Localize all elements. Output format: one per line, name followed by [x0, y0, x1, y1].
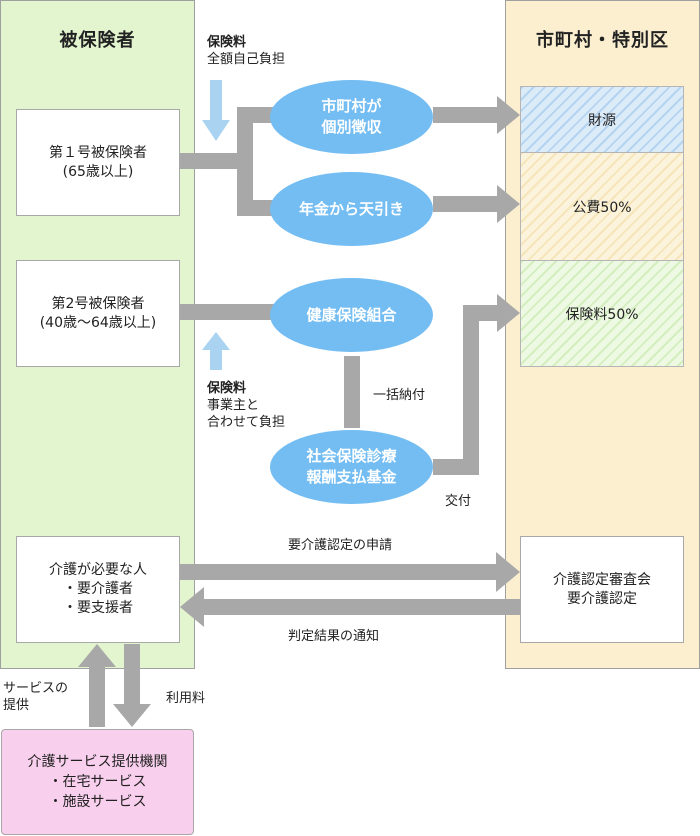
individual-collection-line2: 個別徴収	[321, 118, 382, 136]
arrow-grant-top	[463, 305, 499, 321]
arrow-grant-vertical	[463, 305, 479, 475]
second-insured-age: (40歳〜64歳以上)	[39, 314, 157, 331]
arrow-application-head	[496, 552, 520, 592]
arrow-fee-head	[113, 704, 151, 727]
arrow-notice-shaft	[202, 599, 520, 615]
arrow-premium-employer-head	[202, 332, 230, 350]
committee-label: 介護認定審査会	[553, 571, 651, 588]
health-insurance-label: 健康保険組合	[306, 305, 397, 324]
health-insurance-oval: 健康保険組合	[270, 278, 433, 352]
funding-source-cell: 財源	[520, 86, 684, 153]
arrow-premium-self-head	[202, 120, 230, 141]
service-provision-line1: サービスの	[3, 681, 69, 696]
payment-fund-line2: 報酬支払基金	[306, 468, 397, 486]
second-insured-label: 第2号被保険者	[51, 295, 145, 312]
first-insured-age: (65歳以上)	[62, 163, 134, 180]
notice-label: 判定結果の通知	[288, 629, 380, 644]
provider-home-service: ・在宅サービス	[48, 774, 147, 790]
arrow-notice-head	[180, 587, 204, 627]
care-person-type-2: ・要支援者	[63, 600, 133, 616]
premium-self-title: 保険料	[207, 35, 247, 50]
arrow-individual-shaft	[433, 107, 499, 123]
usage-fee-label: 利用料	[166, 691, 206, 706]
municipality-panel-title: 市町村・特別区	[536, 30, 669, 51]
provider-facility-service: ・施設サービス	[48, 794, 147, 810]
care-service-provider-box: 介護サービス提供機関 ・在宅サービス ・施設サービス	[1, 729, 194, 835]
arrow-pension-head	[497, 185, 520, 223]
grant-label: 交付	[445, 494, 472, 509]
connector-bracket-top	[237, 107, 273, 123]
arrow-individual-head	[497, 96, 520, 134]
premium-employer-title: 保険料	[207, 381, 247, 396]
certification-committee-box: 介護認定審査会 要介護認定	[520, 536, 684, 643]
connector-first-insured	[180, 153, 245, 169]
care-person-type-1: ・要介護者	[63, 581, 133, 597]
premium-employer-note: 保険料 事業主と 合わせて負担	[207, 380, 285, 431]
premium-employer-text-1: 事業主と	[207, 398, 260, 413]
arrow-pension-shaft	[433, 196, 499, 212]
premium-funding-label: 保険料50%	[565, 306, 639, 323]
pension-deduction-oval: 年金から天引き	[270, 172, 433, 246]
public-funding-label: 公費50%	[572, 199, 632, 216]
care-person-box: 介護が必要な人 ・要介護者 ・要支援者	[16, 536, 180, 643]
payment-fund-oval: 社会保険診療 報酬支払基金	[270, 430, 433, 504]
light-arrows	[202, 80, 230, 370]
insured-panel-title: 被保険者	[59, 30, 136, 51]
connector-second-insured	[180, 304, 275, 320]
provider-title: 介護サービス提供機関	[27, 754, 168, 770]
public-funding-cell: 公費50%	[520, 152, 684, 261]
arrow-fee-shaft	[124, 644, 140, 706]
service-provision-label: サービスの 提供	[3, 680, 68, 714]
pension-deduction-label: 年金から天引き	[298, 199, 404, 218]
arrow-application-shaft	[180, 564, 498, 580]
arrow-service-shaft	[89, 665, 105, 727]
premium-employer-text-2: 合わせて負担	[207, 415, 286, 430]
committee-subtitle: 要介護認定	[567, 590, 637, 607]
care-person-label: 介護が必要な人	[49, 562, 147, 578]
premium-self-text: 全額自己負担	[207, 52, 286, 67]
service-provision-line2: 提供	[3, 698, 30, 713]
connector-bracket-vertical	[237, 107, 253, 216]
arrow-premium-self-shaft	[210, 80, 222, 122]
application-label: 要介護認定の申請	[288, 538, 393, 553]
premium-self-note: 保険料 全額自己負担	[207, 34, 285, 68]
funding-source-label: 財源	[588, 112, 616, 129]
first-insured-label: 第１号被保険者	[49, 144, 147, 161]
premium-funding-cell: 保険料50%	[520, 260, 684, 367]
second-insured-box: 第2号被保険者 (40歳〜64歳以上)	[16, 260, 180, 367]
arrow-premium-employer-shaft	[210, 348, 222, 370]
payment-fund-line1: 社会保険診療	[306, 447, 397, 465]
individual-collection-oval: 市町村が 個別徴収	[270, 80, 433, 154]
connector-lump-sum	[344, 356, 360, 428]
arrow-service-head	[78, 644, 116, 667]
individual-collection-line1: 市町村が	[321, 97, 382, 115]
connector-bracket-bottom	[237, 200, 273, 216]
gray-arrows	[78, 96, 520, 727]
arrow-grant-head	[497, 294, 520, 332]
first-insured-box: 第１号被保険者 (65歳以上)	[16, 109, 180, 216]
lump-sum-label: 一括納付	[373, 388, 426, 403]
